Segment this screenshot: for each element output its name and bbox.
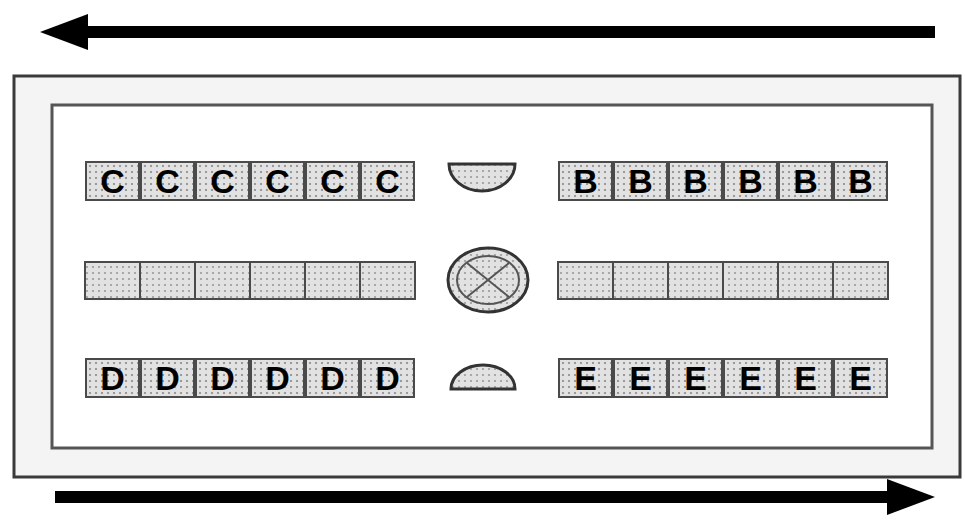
square-letter: D	[100, 361, 125, 395]
square-letter: C	[100, 164, 125, 198]
square-letter: E	[574, 361, 597, 395]
square-letter: B	[573, 164, 598, 198]
lettered-square: E	[723, 358, 778, 398]
plain-square	[140, 262, 195, 299]
lettered-square: B	[833, 161, 888, 201]
flow-arrow-head	[40, 14, 88, 50]
plain-square	[723, 262, 778, 299]
plain-square	[305, 262, 360, 299]
square-letter: C	[320, 164, 345, 198]
lettered-square: C	[85, 161, 140, 201]
lettered-square: D	[140, 358, 195, 398]
bowl-symbol	[449, 164, 515, 191]
square-letter: D	[320, 361, 345, 395]
lettered-square: E	[668, 358, 723, 398]
round-cross	[467, 263, 509, 297]
plain-square	[250, 262, 305, 299]
lettered-square: B	[613, 161, 668, 201]
plain-square	[613, 262, 668, 299]
lettered-square: D	[250, 358, 305, 398]
dome-symbol	[451, 365, 515, 389]
round-symbol	[448, 248, 528, 312]
lettered-square: E	[833, 358, 888, 398]
lettered-square: B	[668, 161, 723, 201]
lettered-square: B	[778, 161, 833, 201]
square-letter: E	[794, 361, 817, 395]
lettered-square: D	[360, 358, 415, 398]
plain-square	[360, 262, 415, 299]
inner-frame	[52, 105, 932, 448]
lettered-square: D	[305, 358, 360, 398]
square-letter: D	[210, 361, 235, 395]
outer-frame	[14, 76, 960, 477]
square-letter: B	[793, 164, 818, 198]
plain-square	[668, 262, 723, 299]
plain-square	[195, 262, 250, 299]
square-letter: B	[628, 164, 653, 198]
square-letter: E	[629, 361, 652, 395]
plain-square	[833, 262, 888, 299]
plain-square	[558, 262, 613, 299]
lettered-square: C	[140, 161, 195, 201]
lettered-square: E	[613, 358, 668, 398]
round-outline	[448, 248, 528, 312]
square-letter: E	[739, 361, 762, 395]
flow-arrow-head	[887, 479, 935, 515]
square-letter: B	[848, 164, 873, 198]
square-letter: E	[849, 361, 872, 395]
square-letter: D	[375, 361, 400, 395]
plain-square	[85, 262, 140, 299]
lettered-square: D	[195, 358, 250, 398]
lettered-square: E	[778, 358, 833, 398]
lettered-square: C	[195, 161, 250, 201]
flow-arrow-line	[80, 26, 935, 38]
lettered-square: E	[558, 358, 613, 398]
round-inner	[457, 256, 519, 304]
square-letter: B	[683, 164, 708, 198]
square-letter: D	[155, 361, 180, 395]
square-letter: C	[375, 164, 400, 198]
square-letter: C	[210, 164, 235, 198]
square-letter: C	[155, 164, 180, 198]
plain-square	[778, 262, 833, 299]
square-letter: C	[265, 164, 290, 198]
square-letter: B	[738, 164, 763, 198]
lettered-square: C	[305, 161, 360, 201]
lettered-square: C	[250, 161, 305, 201]
square-letter: D	[265, 361, 290, 395]
round-cross	[467, 263, 509, 297]
flow-arrow-line	[55, 491, 900, 503]
square-letter: E	[684, 361, 707, 395]
lettered-square: B	[558, 161, 613, 201]
lettered-square: D	[85, 358, 140, 398]
lettered-square: B	[723, 161, 778, 201]
lettered-square: C	[360, 161, 415, 201]
